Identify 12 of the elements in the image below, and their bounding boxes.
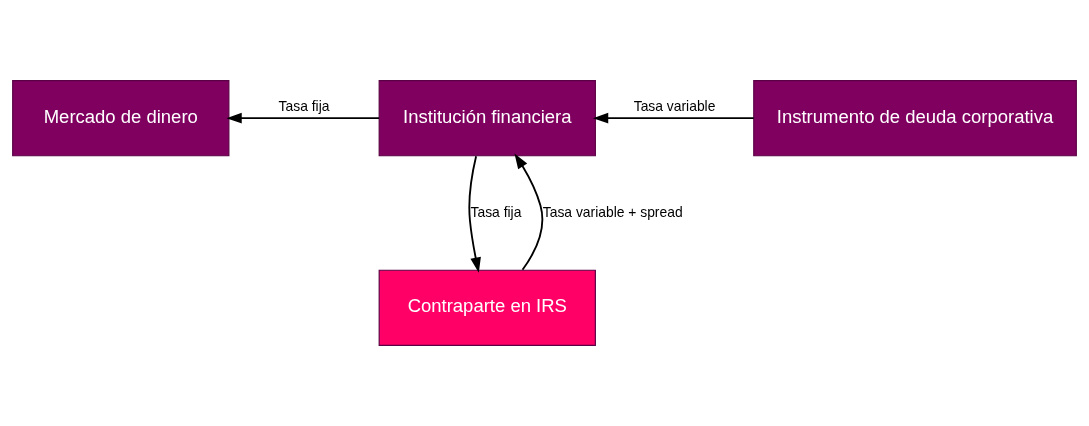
edge-label: Tasa variable: [633, 97, 716, 114]
node-box: Contraparte en IRS: [378, 269, 596, 346]
node-box: Instrumento de deuda corporativa: [753, 80, 1077, 157]
edge-label: Tasa fija: [470, 203, 522, 220]
arrow: [514, 153, 544, 271]
node-box: Mercado de dinero: [12, 80, 230, 157]
edge-label: Tasa variable + spread: [542, 203, 683, 220]
arrow: [468, 155, 481, 273]
node-box: Institución financiera: [378, 80, 596, 157]
arrow: [226, 112, 380, 124]
edge-label: Tasa fija: [278, 97, 330, 114]
arrow: [592, 112, 755, 124]
